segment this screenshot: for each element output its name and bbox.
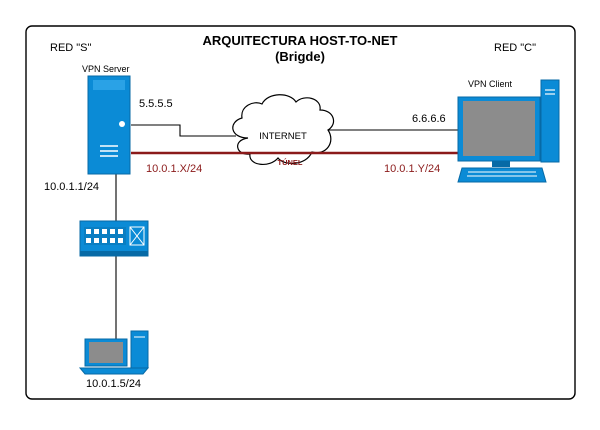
left-network-label: RED "S" bbox=[50, 42, 92, 54]
vpn-client: VPN Client 6.6.6.6 bbox=[412, 79, 560, 183]
cloud-icon bbox=[232, 94, 335, 165]
vpn-server: VPN Server 5.5.5.5 10.0.1.1/24 bbox=[44, 64, 173, 193]
internet-label: INTERNET bbox=[259, 131, 307, 142]
server-label: VPN Server bbox=[82, 64, 130, 74]
diagram-title: ARQUITECTURA HOST-TO-NET bbox=[203, 33, 398, 48]
diagram-frame bbox=[25, 25, 576, 400]
client-public-ip: 6.6.6.6 bbox=[412, 113, 446, 125]
internet-cloud: INTERNET bbox=[232, 94, 335, 165]
tunnel-left-ip: 10.0.1.X/24 bbox=[146, 163, 202, 175]
laptop-ip: 10.0.1.5/24 bbox=[86, 378, 141, 390]
server-public-ip: 5.5.5.5 bbox=[139, 98, 173, 110]
server-tower-icon bbox=[87, 75, 131, 175]
desktop-computer-icon bbox=[457, 79, 560, 183]
right-network-label: RED "C" bbox=[494, 42, 536, 54]
client-label: VPN Client bbox=[468, 79, 513, 89]
laptop-icon bbox=[78, 330, 150, 375]
diagram-subtitle: (Brigde) bbox=[275, 49, 325, 64]
tunnel-right-ip: 10.0.1.Y/24 bbox=[384, 163, 440, 175]
network-switch-icon bbox=[79, 220, 149, 257]
server-internet-link bbox=[131, 124, 236, 137]
tunnel-label: TÚNEL bbox=[278, 158, 303, 167]
lan-laptop: 10.0.1.5/24 bbox=[78, 330, 150, 390]
network-switch bbox=[79, 220, 149, 257]
server-lan-ip: 10.0.1.1/24 bbox=[44, 181, 99, 193]
